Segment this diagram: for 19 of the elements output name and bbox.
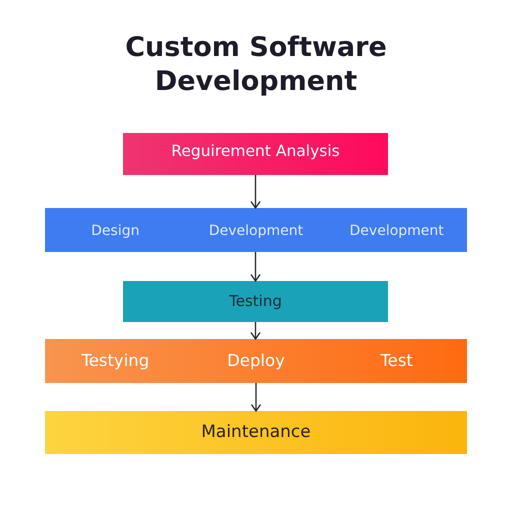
step-label: Test	[380, 352, 413, 370]
step-label: Testying	[81, 352, 150, 370]
stage-band	[45, 339, 467, 383]
process-box	[45, 411, 467, 454]
arrow	[250, 252, 261, 282]
arrow	[250, 322, 261, 340]
step-label: Development	[208, 222, 304, 240]
process-box	[123, 281, 388, 322]
arrow	[250, 383, 262, 412]
step-label: Maintenance	[201, 422, 311, 442]
step-label: Testing	[229, 292, 282, 310]
stage-band	[45, 208, 467, 252]
arrow	[250, 175, 261, 209]
diagram-title: Custom Software Development	[124, 31, 388, 99]
process-box	[123, 133, 388, 175]
step-label: Deploy	[227, 352, 285, 370]
step-label: Development	[350, 222, 444, 240]
step-label: Reguirement Analysis	[171, 142, 340, 160]
step-label: Design	[91, 222, 140, 240]
